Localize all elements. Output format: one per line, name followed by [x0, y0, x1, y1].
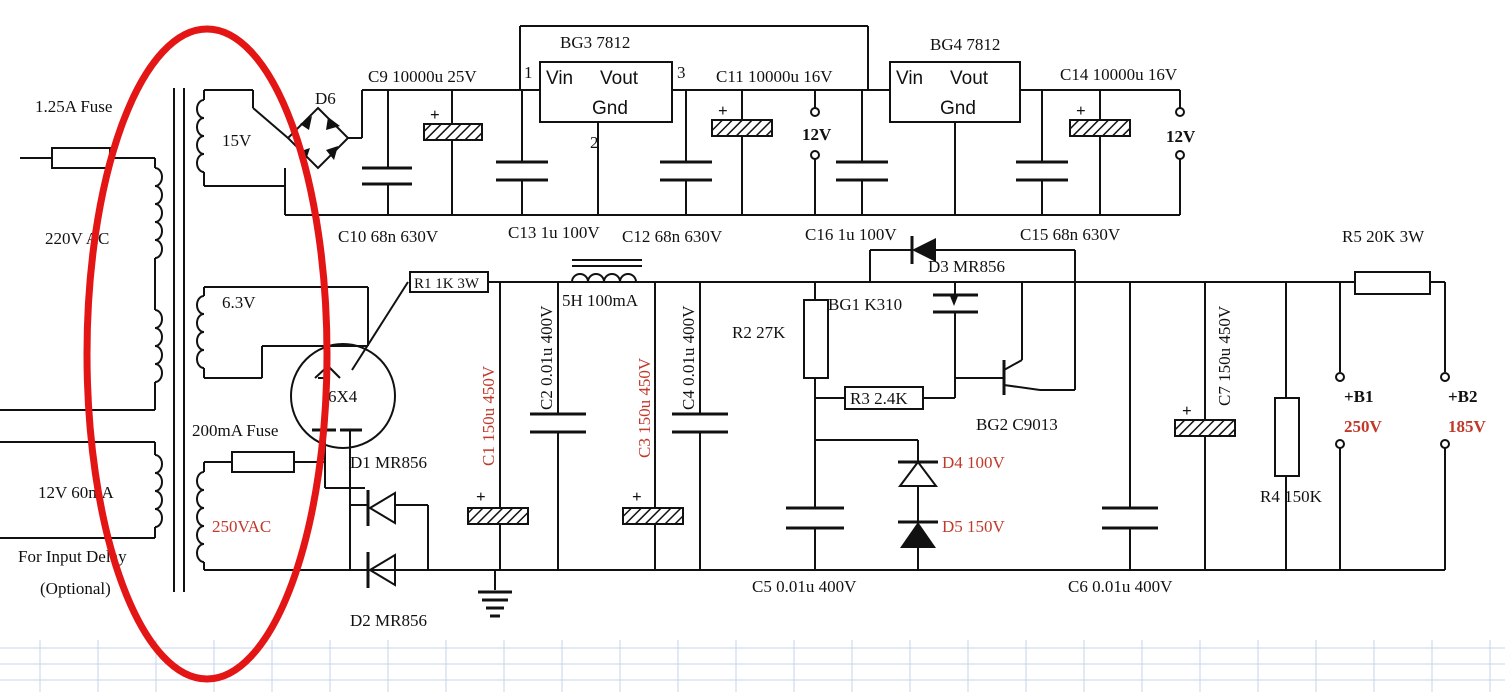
label-c5: C5 0.01u 400V [752, 577, 857, 596]
label-c12: C12 68n 630V [622, 227, 723, 246]
label-bg1: BG1 K310 [828, 295, 902, 314]
label-d2: D2 MR856 [350, 611, 427, 630]
label-bg4: BG4 7812 [930, 35, 1000, 54]
label-ac-in: 220V AC [45, 229, 109, 248]
label-bg4-vin: Vin [896, 68, 923, 89]
label-pin1: 1 [524, 63, 533, 82]
label-choke: 5H 100mA [562, 291, 639, 310]
label-d3: D3 MR856 [928, 257, 1005, 276]
label-c1: C1 150u 450V [479, 365, 498, 466]
label-12v-out-a: 12V [802, 125, 832, 144]
label-c2: C2 0.01u 400V [537, 305, 556, 410]
low-voltage-supply [204, 25, 1185, 216]
label-15v: 15V [222, 131, 252, 150]
label-b1: +B1 [1344, 387, 1374, 406]
label-d1: D1 MR856 [350, 453, 427, 472]
transformer [0, 88, 205, 592]
label-d5: D5 150V [942, 517, 1006, 536]
label-pin3: 3 [677, 63, 686, 82]
label-bg4-gnd: Gnd [940, 98, 976, 119]
label-bg4-vout: Vout [950, 68, 989, 89]
high-voltage-supply [204, 236, 1450, 618]
label-r1: R1 1K 3W [414, 276, 480, 292]
label-63v: 6.3V [222, 293, 256, 312]
label-r4: R4 150K [1260, 487, 1323, 506]
label-bg3-vin: Vin [546, 68, 573, 89]
label-bg3: BG3 7812 [560, 33, 630, 52]
highlight-ellipse [83, 25, 331, 683]
label-r3: R3 2.4K [850, 389, 908, 408]
label-c14: C14 10000u 16V [1060, 65, 1178, 84]
label-r2: R2 27K [732, 323, 786, 342]
label-fuse-main: 1.25A Fuse [35, 97, 112, 116]
plus-c3: + [632, 487, 642, 506]
plus-c14: + [1076, 101, 1086, 120]
label-b2: +B2 [1448, 387, 1478, 406]
label-fuse-200: 200mA Fuse [192, 421, 278, 440]
component-labels: 1.25A Fuse 220V AC 15V 6.3V 12V 60mA For… [18, 33, 1487, 630]
label-c3: C3 150u 450V [635, 357, 654, 458]
label-c16: C16 1u 100V [805, 225, 897, 244]
main-fuse [20, 147, 111, 169]
plus-c7: + [1182, 401, 1192, 420]
label-d4: D4 100V [942, 453, 1006, 472]
label-bg3-gnd: Gnd [592, 98, 628, 119]
label-c13: C13 1u 100V [508, 223, 600, 242]
plus-c11: + [718, 101, 728, 120]
label-pin2: 2 [590, 133, 599, 152]
label-r5: R5 20K 3W [1342, 227, 1425, 246]
label-250vac: 250VAC [212, 517, 271, 536]
label-b2-voltage: 185V [1448, 417, 1487, 436]
label-tube: 6X4 [328, 387, 358, 406]
label-d6: D6 [315, 89, 336, 108]
label-c4: C4 0.01u 400V [679, 305, 698, 410]
label-c10: C10 68n 630V [338, 227, 439, 246]
plus-c9: + [430, 105, 440, 124]
label-c6: C6 0.01u 400V [1068, 577, 1173, 596]
label-c11: C11 10000u 16V [716, 67, 833, 86]
label-bg3-vout: Vout [600, 68, 639, 89]
label-12v-out-b: 12V [1166, 127, 1196, 146]
label-c7: C7 150u 450V [1215, 305, 1234, 406]
label-c9: C9 10000u 25V [368, 67, 477, 86]
label-input-delay: For Input Delay [18, 547, 127, 566]
label-bg2: BG2 C9013 [976, 415, 1058, 434]
label-b1-voltage: 250V [1344, 417, 1383, 436]
label-c15: C15 68n 630V [1020, 225, 1121, 244]
plus-c1: + [476, 487, 486, 506]
label-optional: (Optional) [40, 579, 111, 598]
background-grid [0, 640, 1505, 692]
